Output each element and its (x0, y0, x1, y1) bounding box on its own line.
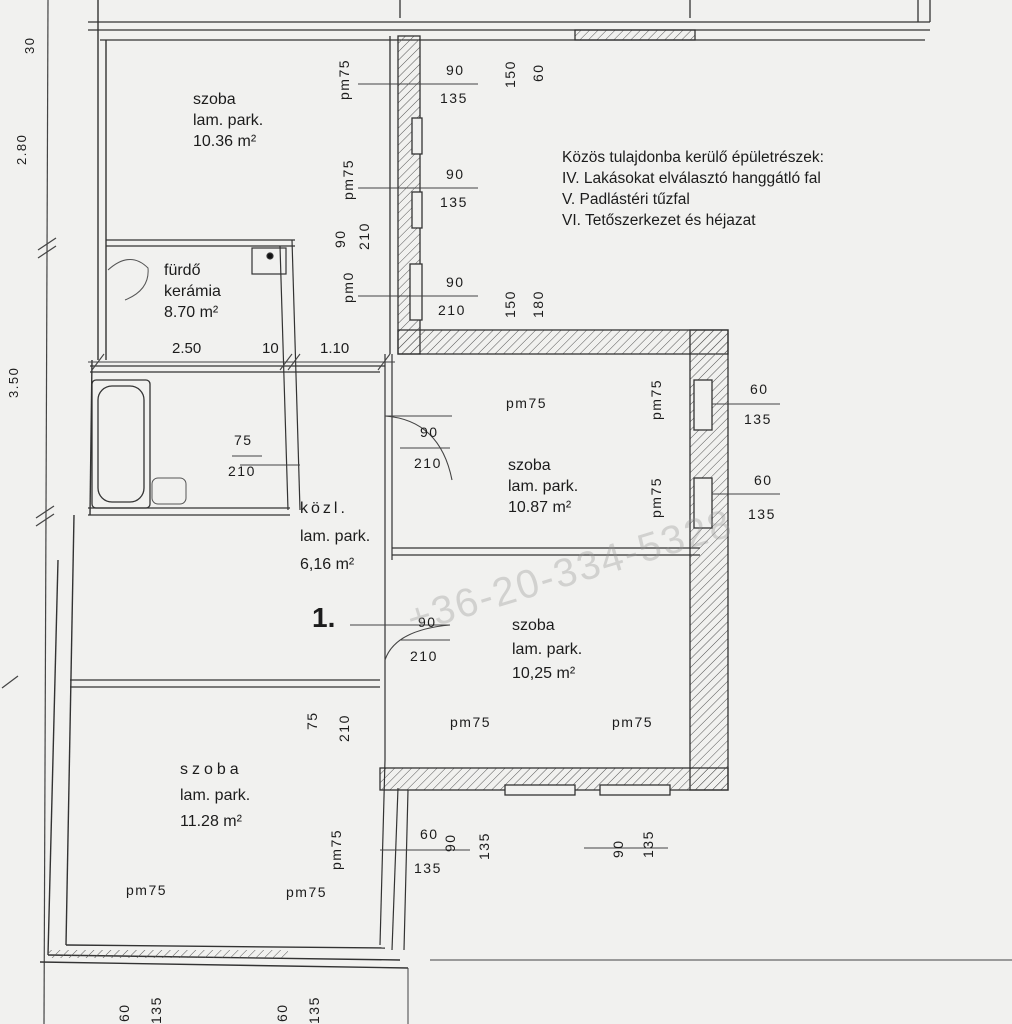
window-width: 60 (274, 1003, 290, 1022)
parapet-label: pm75 (328, 828, 344, 870)
interior-walls (70, 239, 700, 951)
exterior-walls (39, 0, 409, 969)
door-height: 210 (228, 463, 256, 479)
dimension-line-bath (88, 353, 395, 371)
parapet-label: pm75 (286, 884, 328, 900)
window-height: 135 (744, 411, 772, 427)
legend: Közös tulajdonba kerülő épületrészek: IV… (562, 147, 824, 231)
dim-left-280: 2.80 (14, 133, 29, 165)
door-width: 90 (418, 614, 437, 630)
room-furdo: fürdő kerámia 8.70 m² (164, 260, 221, 323)
window-width: 90 (442, 833, 458, 852)
room-floor: lam. park. (180, 787, 251, 804)
window-height: 135 (440, 90, 468, 106)
legend-item: V. Padlástéri tűzfal (562, 191, 690, 208)
room-floor: lam. park. (512, 641, 583, 658)
door-swings (240, 415, 453, 661)
room-floor: lam. park. (300, 528, 371, 545)
room-name: közl. (300, 500, 348, 517)
room-area: 10,25 m² (512, 665, 576, 682)
unit-number: 1. (312, 602, 336, 633)
window-top: 60 (530, 63, 546, 82)
legend-item: VI. Tetőszerkezet és héjazat (562, 212, 756, 229)
room-area: 10.87 m² (508, 499, 572, 516)
parapet-label: pm75 (648, 378, 664, 420)
room-szoba-top: szoba lam. park. 10.36 m² (193, 89, 263, 152)
door-height: 210 (410, 648, 438, 664)
chimney (251, 247, 287, 275)
window-height: 135 (640, 830, 656, 858)
toilet (107, 259, 149, 301)
room-area: 6,16 m² (300, 556, 355, 573)
window-height: 135 (476, 832, 492, 860)
window-width: 90 (446, 274, 465, 290)
sink (151, 477, 187, 505)
window-height: 135 (440, 194, 468, 210)
dim-250: 2.50 (172, 340, 202, 357)
room-name: fürdő (164, 262, 201, 279)
bedroom-wall-hatched (379, 329, 729, 796)
door-height: 210 (414, 455, 442, 471)
room-kozl: közl. lam. park. 6,16 m² (300, 495, 370, 579)
room-szoba-right-bottom: szoba lam. park. 10,25 m² (512, 614, 582, 686)
window-width: 60 (750, 381, 769, 397)
room-name: szoba (193, 91, 236, 108)
room-name: szoba (512, 617, 555, 634)
door-width: 90 (332, 229, 348, 248)
top-outer-wall (88, 0, 931, 41)
parapet-label: pm75 (340, 158, 356, 200)
window-height: 135 (148, 996, 164, 1024)
parapet-label: pm75 (612, 714, 654, 730)
window-sill: 150 (502, 60, 518, 88)
window-fraction-lines (232, 83, 780, 851)
dim-10: 10 (262, 340, 279, 357)
legend-title: Közös tulajdonba kerülő épületrészek: (562, 149, 824, 166)
room-area: 10.36 m² (193, 133, 257, 150)
window-sill: 150 (502, 290, 518, 318)
bathtub (91, 379, 151, 509)
room-name: szoba (180, 761, 243, 778)
window-width: 90 (446, 166, 465, 182)
parapet-label: pm75 (506, 395, 548, 411)
window-height: 135 (306, 996, 322, 1024)
room-floor: lam. park. (508, 478, 579, 495)
room-szoba-bottom-left: szoba lam. park. 11.28 m² (180, 757, 250, 835)
door-height: 210 (336, 714, 352, 742)
dim-110: 1.10 (320, 340, 350, 357)
room-name: szoba (508, 457, 551, 474)
parapet-label: pm75 (450, 714, 492, 730)
parapet-label: pm0 (340, 271, 356, 303)
room-floor: kerámia (164, 283, 221, 300)
window-height: 135 (414, 860, 442, 876)
dim-left-30: 30 (22, 36, 37, 54)
window-width: 60 (754, 472, 773, 488)
parapet-label: pm75 (336, 58, 352, 100)
window-height: 135 (748, 506, 776, 522)
window-top: 180 (530, 290, 546, 318)
dim-left-350: 3.50 (6, 366, 21, 398)
parapet-label: pm75 (648, 476, 664, 518)
left-dimension-line (1, 0, 57, 1024)
room-area: 8.70 m² (164, 304, 219, 321)
window-width: 60 (116, 1003, 132, 1022)
bottom-dimension-strip (407, 959, 1012, 1024)
door-width: 90 (420, 424, 439, 440)
party-wall (389, 35, 423, 355)
door-height: 210 (356, 222, 372, 250)
window-height: 210 (438, 302, 466, 318)
room-szoba-right-top: szoba lam. park. 10.87 m² (508, 455, 578, 518)
window-width: 60 (420, 826, 439, 842)
room-floor: lam. park. (193, 112, 264, 129)
window-width: 90 (446, 62, 465, 78)
door-width: 75 (234, 432, 253, 448)
door-width: 75 (304, 711, 320, 730)
window-width: 90 (610, 839, 626, 858)
legend-item: IV. Lakásokat elválasztó hanggátló fal (562, 170, 821, 187)
parapet-label: pm75 (126, 882, 168, 898)
room-area: 11.28 m² (180, 813, 242, 830)
